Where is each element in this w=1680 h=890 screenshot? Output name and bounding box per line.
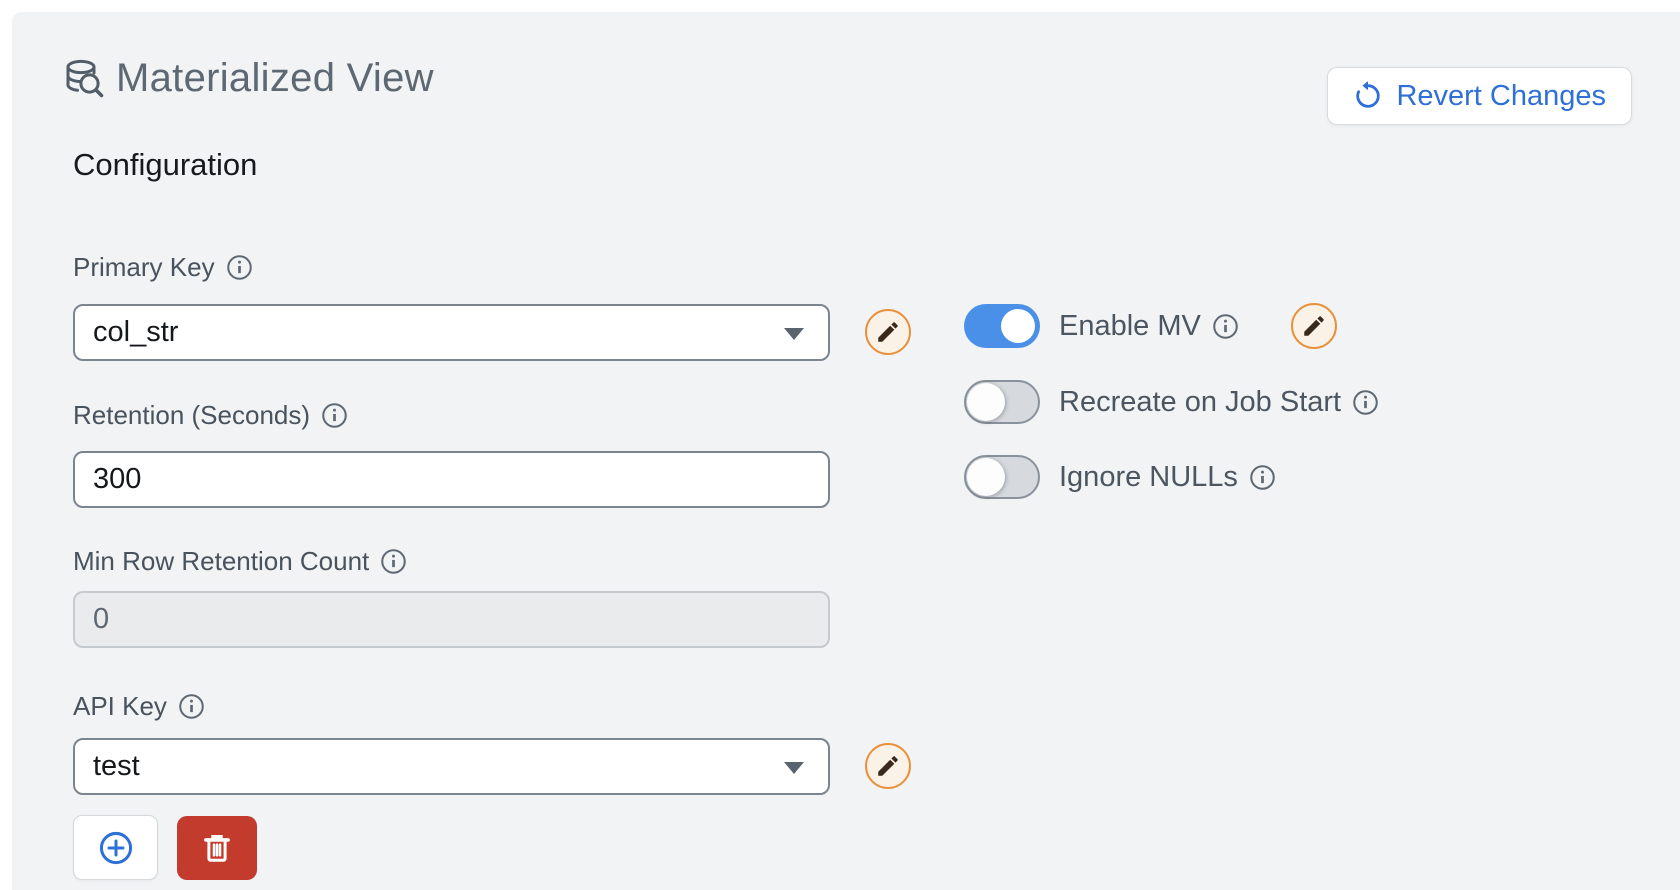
api-key-edit-button[interactable]: [865, 743, 911, 789]
info-icon[interactable]: [178, 693, 205, 720]
enable-mv-edit-button[interactable]: [1290, 303, 1337, 349]
configuration-heading: Configuration: [73, 147, 258, 182]
api-key-select[interactable]: test: [73, 738, 830, 795]
retention-seconds-label-text: Retention (Seconds): [73, 400, 311, 430]
undo-icon: [1353, 81, 1383, 111]
toggle-row: Recreate on Job Start: [964, 380, 1379, 424]
retention-seconds-input[interactable]: [73, 451, 830, 508]
min-row-retention-count-input: [73, 591, 830, 648]
revert-changes-button[interactable]: Revert Changes: [1327, 67, 1632, 125]
chevron-down-icon: [784, 327, 804, 340]
min-row-retention-count-label: Min Row Retention Count: [73, 546, 407, 577]
info-icon[interactable]: [226, 254, 253, 281]
add-api-key-button[interactable]: [73, 815, 158, 880]
chevron-down-icon: [784, 761, 804, 774]
pencil-icon: [875, 319, 901, 345]
api-key-label: API Key: [73, 691, 205, 722]
primary-key-edit-button[interactable]: [865, 309, 911, 355]
toggle-row: Enable MV: [964, 303, 1337, 349]
revert-changes-label: Revert Changes: [1396, 79, 1606, 112]
primary-key-label: Primary Key: [73, 252, 253, 283]
ignore-nulls-toggle[interactable]: [964, 455, 1040, 499]
primary-key-select[interactable]: col_str: [73, 304, 830, 361]
recreate-on-job-start-label: Recreate on Job Start: [1059, 386, 1379, 419]
ignore-nulls-label: Ignore NULLs: [1059, 461, 1276, 494]
toggle-knob: [967, 458, 1005, 496]
info-icon[interactable]: [380, 548, 407, 575]
retention-seconds-label: Retention (Seconds): [73, 400, 348, 431]
toggle-knob: [967, 383, 1005, 421]
toggle-knob: [1001, 309, 1035, 343]
enable-mv-label-text: Enable MV: [1059, 309, 1201, 342]
info-icon[interactable]: [1249, 464, 1276, 491]
recreate-on-job-start-toggle[interactable]: [964, 380, 1040, 424]
info-icon[interactable]: [1352, 389, 1379, 416]
min-row-retention-count-label-text: Min Row Retention Count: [73, 546, 370, 576]
info-icon[interactable]: [321, 402, 348, 429]
recreate-on-job-start-label-text: Recreate on Job Start: [1059, 385, 1342, 418]
trash-icon: [199, 830, 235, 866]
plus-circle-icon: [97, 829, 135, 867]
toggle-row: Ignore NULLs: [964, 455, 1276, 499]
primary-key-value: col_str: [93, 316, 179, 348]
enable-mv-toggle[interactable]: [964, 304, 1040, 348]
primary-key-label-text: Primary Key: [73, 252, 215, 282]
database-search-icon: [62, 57, 106, 101]
pencil-icon: [875, 753, 901, 779]
pencil-icon: [1301, 313, 1327, 339]
info-icon[interactable]: [1212, 313, 1239, 340]
ignore-nulls-label-text: Ignore NULLs: [1059, 460, 1238, 493]
api-key-label-text: API Key: [73, 691, 167, 721]
api-key-value: test: [93, 750, 140, 782]
delete-api-key-button[interactable]: [177, 816, 257, 880]
enable-mv-label: Enable MV: [1059, 310, 1239, 343]
content-panel: Materialized View Revert Changes Configu…: [12, 12, 1680, 890]
page-title: Materialized View: [116, 56, 434, 100]
